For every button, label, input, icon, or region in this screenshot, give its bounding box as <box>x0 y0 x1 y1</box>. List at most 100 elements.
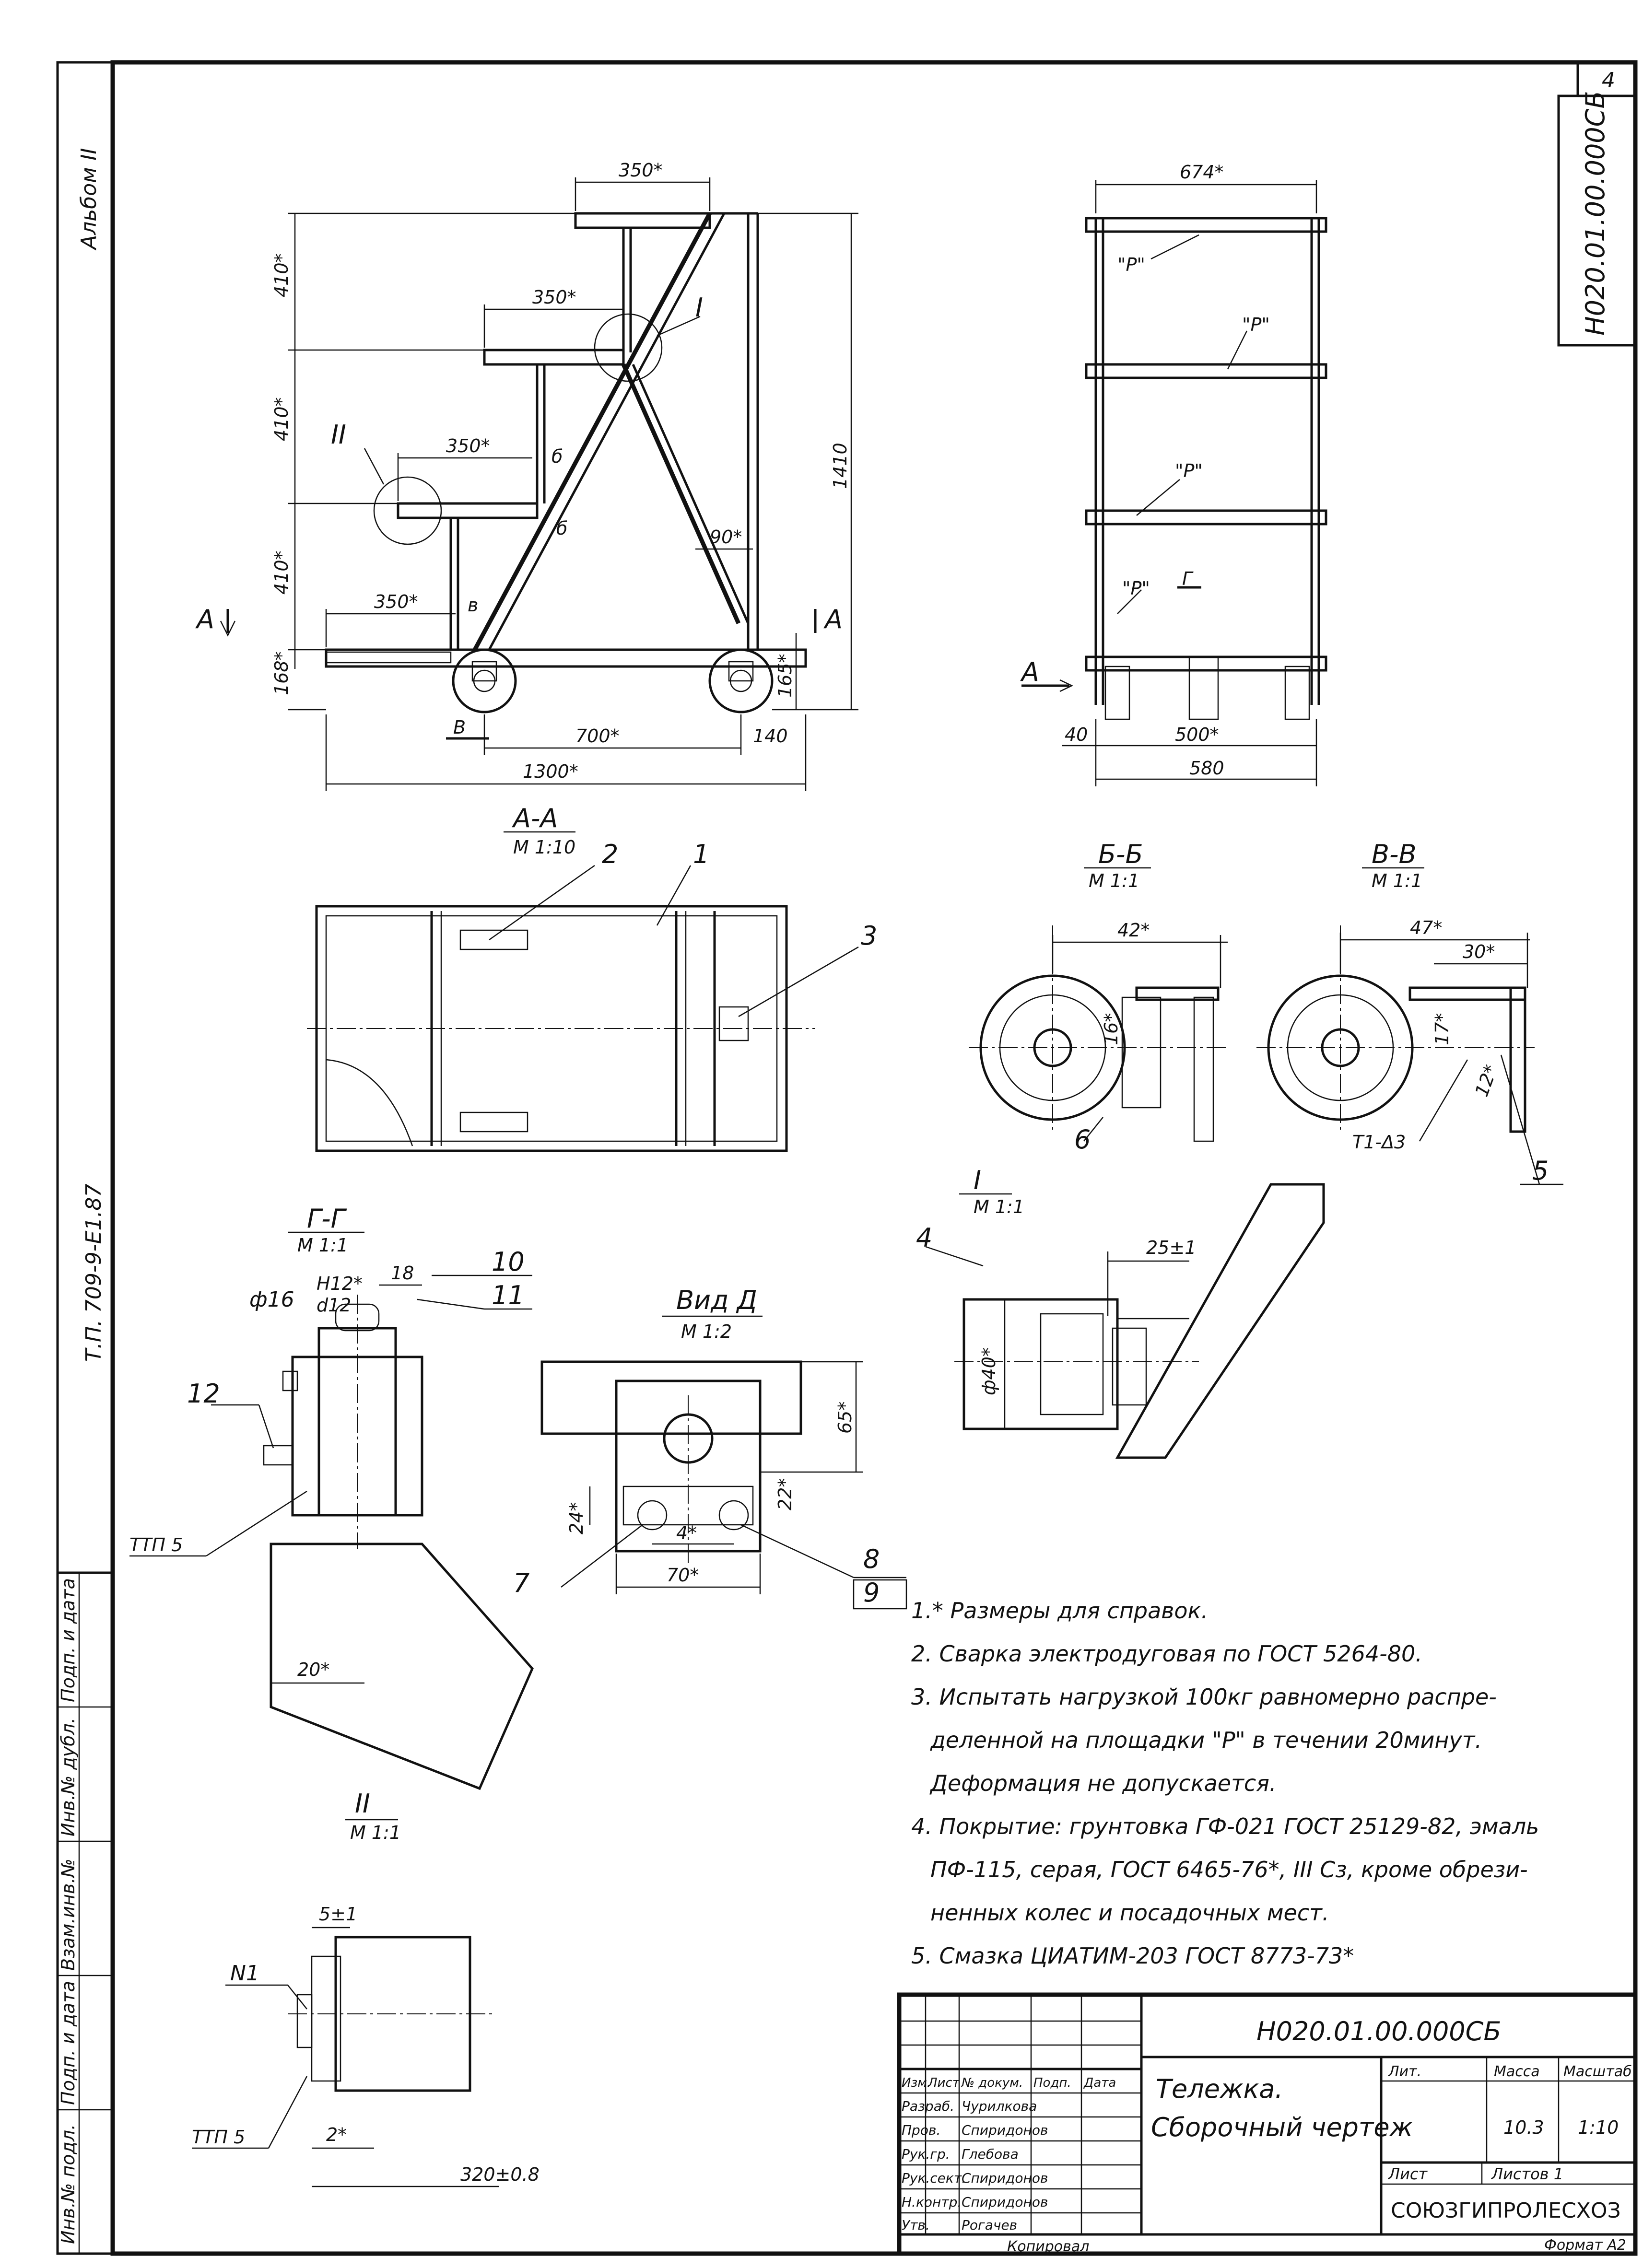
svg-text:5±1: 5±1 <box>319 1904 357 1925</box>
svg-text:2*: 2* <box>326 2124 347 2145</box>
note-line-8: ненных колес и посадочных мест. <box>930 1900 1329 1926</box>
svg-text:ф40*: ф40* <box>978 1347 999 1395</box>
note-line-3: 3. Испытать нагрузкой 100кг равномерно р… <box>911 1684 1497 1710</box>
svg-text:350*: 350* <box>619 160 663 181</box>
rear-wheel <box>708 648 774 713</box>
page-number: 4 <box>1602 68 1615 93</box>
svg-text:70*: 70* <box>667 1565 699 1586</box>
svg-text:410*: 410* <box>271 550 292 595</box>
tp-number: Т.П. 709-9-Е1.87 <box>82 1184 106 1362</box>
note-line-5: Деформация не допускается. <box>929 1770 1277 1796</box>
left-strip: Инв.№ подл. Подп. и дата Взам.инв.№ Инв.… <box>58 1571 113 2254</box>
svg-text:Чурилкова: Чурилкова <box>962 2098 1037 2114</box>
svg-text:В-В: В-В <box>1372 839 1417 869</box>
svg-text:A: A <box>1020 657 1039 687</box>
strip-label-2: Подп. и дата <box>58 1981 79 2105</box>
svg-text:580: 580 <box>1189 758 1224 779</box>
note-line-1: 1.* Размеры для справок. <box>911 1598 1208 1624</box>
svg-text:Утв.: Утв. <box>902 2217 930 2233</box>
svg-text:М 1:1: М 1:1 <box>297 1235 348 1256</box>
section-bb: Б-Б М 1:1 42* 16* 6 <box>969 839 1228 1155</box>
svg-text:500*: 500* <box>1175 724 1219 745</box>
main-view: I II б б в 350* 350* 350* 350* 410* 410*… <box>195 160 858 791</box>
svg-text:d12: d12 <box>317 1295 351 1316</box>
svg-text:320±0.8: 320±0.8 <box>460 2164 540 2185</box>
svg-text:410*: 410* <box>271 253 292 297</box>
svg-text:22*: 22* <box>775 1478 796 1510</box>
svg-text:1: 1 <box>693 839 709 869</box>
svg-text:10.3: 10.3 <box>1503 2117 1544 2138</box>
section-vv: В-В М 1:1 47* 30* 17* 12* Т1-Δ3 5 <box>1256 839 1563 1186</box>
svg-text:Рук.гр.: Рук.гр. <box>902 2146 950 2162</box>
svg-text:350*: 350* <box>374 591 418 612</box>
callout-II-label: II <box>331 420 346 450</box>
svg-text:Н.контр.: Н.контр. <box>902 2194 962 2210</box>
note-line-9: 5. Смазка ЦИАТИМ-203 ГОСТ 8773-73* <box>911 1943 1354 1969</box>
svg-text:ф16: ф16 <box>249 1287 294 1312</box>
svg-text:12: 12 <box>187 1379 220 1409</box>
svg-text:700*: 700* <box>575 725 620 747</box>
svg-text:Б-Б: Б-Б <box>1098 839 1143 869</box>
svg-text:Спиридонов: Спиридонов <box>962 2170 1048 2186</box>
svg-text:47*: 47* <box>1410 917 1442 938</box>
svg-text:Разраб.: Разраб. <box>902 2098 954 2114</box>
title-block: Изм. Лист № докум. Подп. Дата Разраб. Чу… <box>897 1992 1638 2256</box>
svg-text:A: A <box>195 604 214 634</box>
svg-text:I: I <box>974 1165 981 1195</box>
svg-text:25±1: 25±1 <box>1146 1237 1196 1258</box>
strip-label-1: Инв.№ подл. <box>58 2124 79 2244</box>
svg-text:18: 18 <box>391 1263 414 1284</box>
svg-text:9: 9 <box>863 1578 880 1608</box>
svg-text:М 1:10: М 1:10 <box>513 837 575 858</box>
svg-text:168*: 168* <box>271 651 292 695</box>
section-aa: А-А М 1:10 2 1 3 <box>307 803 877 1152</box>
svg-text:350*: 350* <box>532 287 576 308</box>
svg-text:Формат А2: Формат А2 <box>1544 2237 1626 2254</box>
svg-text:4*: 4* <box>676 1522 697 1543</box>
strip-label-4: Инв.№ дубл. <box>58 1718 79 1836</box>
note-line-2: 2. Сварка электродуговая по ГОСТ 5264-80… <box>911 1641 1422 1667</box>
svg-text:Г-Г: Г-Г <box>307 1204 347 1234</box>
svg-text:М 1:1: М 1:1 <box>974 1196 1024 1217</box>
svg-text:"P": "P" <box>1175 460 1203 481</box>
svg-text:М 1:1: М 1:1 <box>350 1822 401 1843</box>
svg-text:А-А: А-А <box>512 803 558 833</box>
svg-text:1300*: 1300* <box>523 761 578 782</box>
svg-text:3: 3 <box>861 921 877 951</box>
title-doc-code: Н020.01.00.000СБ <box>1256 2016 1501 2046</box>
svg-text:Лист: Лист <box>1388 2165 1428 2183</box>
svg-text:350*: 350* <box>446 435 490 456</box>
detail-I: I М 1:1 25±1 ф40* 4 <box>916 1165 1325 1459</box>
platform-3 <box>397 502 539 519</box>
svg-text:Глебова: Глебова <box>962 2146 1019 2162</box>
note-line-4: деленной на площадки "P" в течении 20мин… <box>930 1727 1482 1753</box>
svg-text:Пров.: Пров. <box>902 2122 940 2138</box>
svg-text:б: б <box>556 518 567 539</box>
platform-top <box>574 212 711 229</box>
svg-text:7: 7 <box>513 1568 529 1598</box>
svg-text:674*: 674* <box>1180 162 1224 183</box>
svg-text:Рогачев: Рогачев <box>962 2217 1017 2233</box>
svg-text:5: 5 <box>1532 1156 1549 1186</box>
svg-text:24*: 24* <box>566 1502 587 1534</box>
svg-text:17*: 17* <box>1432 1013 1453 1045</box>
strip-label-5: Подп. и дата <box>58 1578 79 1702</box>
svg-text:Спиридонов: Спиридонов <box>962 2122 1048 2138</box>
svg-text:Т1-Δ3: Т1-Δ3 <box>1352 1132 1406 1153</box>
section-gg: Г-Г М 1:1 ф16 H12* d12 18 10 11 12 ТТП 5… <box>129 1204 534 1843</box>
svg-text:Дата: Дата <box>1083 2076 1116 2090</box>
technical-notes: 1.* Размеры для справок. 2. Сварка элект… <box>911 1598 1539 1969</box>
svg-text:"P": "P" <box>1117 254 1145 275</box>
outer-frame <box>56 61 1637 2255</box>
svg-text:65*: 65* <box>834 1402 856 1434</box>
svg-text:165*: 165* <box>775 654 796 698</box>
note-line-7: ПФ-115, серая, ГОСТ 6465-76*, III Сз, кр… <box>930 1857 1528 1882</box>
svg-text:Копировал: Копировал <box>1007 2238 1089 2255</box>
svg-text:1410: 1410 <box>830 443 851 489</box>
svg-text:М 1:1: М 1:1 <box>1372 870 1422 891</box>
svg-text:1:10: 1:10 <box>1578 2117 1619 2138</box>
title-name-2: Сборочный чертеж <box>1151 2112 1413 2142</box>
svg-text:ТТП 5: ТТП 5 <box>129 1534 183 1555</box>
